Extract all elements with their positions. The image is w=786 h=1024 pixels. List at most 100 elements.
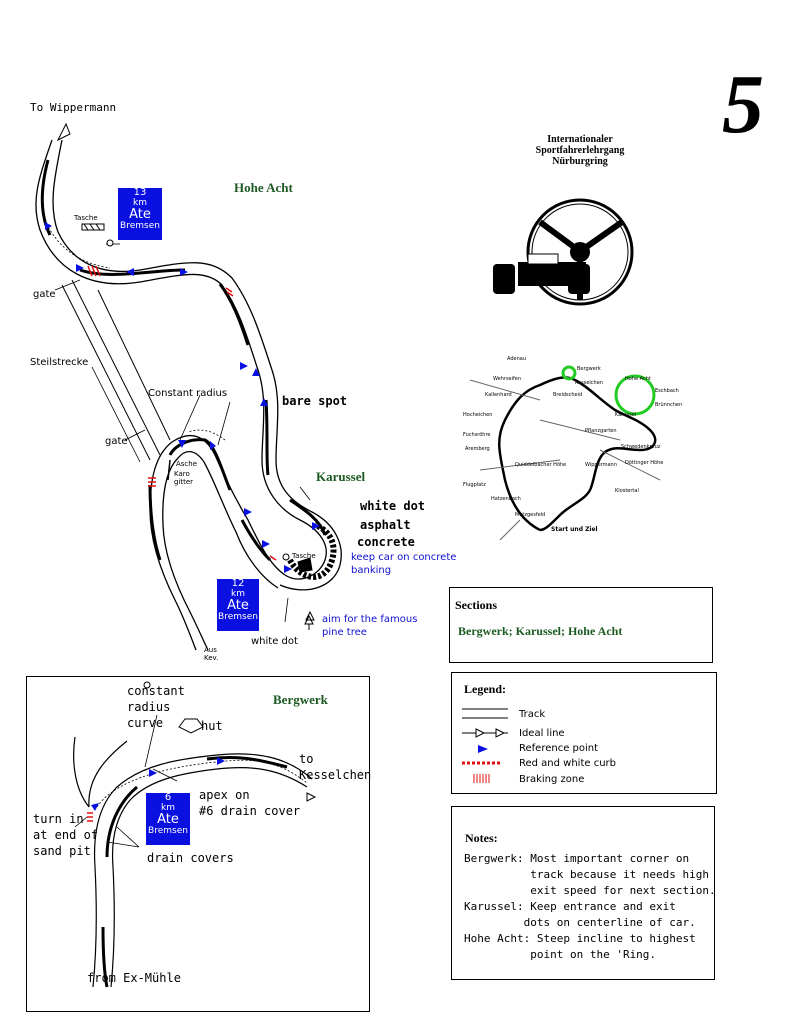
notes-panel: Notes: Bergwerk: Most important corner o…	[451, 806, 716, 980]
note-line: Bergwerk: Most important corner on	[464, 852, 690, 865]
asche-label: Asche	[176, 460, 198, 468]
ideal-line-thin	[44, 219, 226, 441]
aim-label-2: pine tree	[322, 627, 367, 638]
bergwerk-track-edges	[73, 736, 313, 988]
legend-track-label: Track	[519, 709, 546, 720]
white-dot	[143, 681, 151, 689]
sign-13-km: km	[133, 197, 147, 208]
hut-label: hut	[201, 719, 223, 733]
apex-label: apex on #6 drain cover	[199, 788, 301, 818]
tasche-top-label: Tasche	[74, 214, 98, 222]
sections-panel: Sections Bergwerk; Karussel; Hohe Acht	[449, 587, 713, 663]
sign-6-ate: Ate	[157, 811, 179, 827]
reference-points	[45, 222, 320, 573]
gate-lower-label: gate	[105, 436, 128, 447]
hut-icon	[178, 718, 204, 734]
legend-icons	[462, 708, 508, 783]
bare-spot-label: bare spot	[282, 394, 348, 408]
white-dots	[106, 239, 290, 561]
karussel-banking	[287, 522, 337, 580]
bergwerk-thin-line	[96, 759, 308, 808]
note-line: point on the 'Ring.	[464, 948, 657, 961]
keep-car-label-1: keep car on concrete	[351, 552, 457, 563]
white-dot-upper-label: white dot	[360, 499, 426, 513]
karo-gitter-label: Karo gitter	[174, 470, 194, 486]
gate-upper-label: gate	[33, 289, 56, 300]
sign-6-km: km	[161, 802, 175, 813]
ov-label-start-ziel: Start und Ziel	[551, 526, 598, 533]
ov-label-kallenhard: Kallenhard	[485, 392, 512, 398]
km-sign-6: 6 km Ate Bremsen	[146, 792, 190, 845]
aim-label-1: aim for the famous	[322, 614, 418, 625]
bergwerk-panel: Bergwerk constant radius curve hut to Ke…	[26, 676, 372, 1012]
ov-label-bergwerk: Bergwerk	[577, 366, 601, 372]
ideal-line-legend-icon	[462, 728, 508, 738]
sign-12-bremsen: Bremsen	[218, 611, 258, 622]
legend-reference-point-label: Reference point	[519, 743, 599, 754]
constant-radius-label: Constant radius	[148, 388, 228, 399]
keep-car-label-2: banking	[351, 565, 392, 576]
white-dot-lower-label: white dot	[251, 636, 298, 647]
to-kesselchen-label: to Kesselchen	[299, 752, 372, 782]
ov-label-karussel: Karussel	[615, 412, 637, 418]
km-sign-12: 12 km Ate Bremsen	[217, 578, 259, 631]
ov-label-wehrseifen: Wehrseifen	[493, 376, 522, 382]
note-line: dots on centerline of car.	[464, 916, 696, 929]
ov-label-klostertal: Klostertal	[615, 488, 639, 494]
km-sign-13: 13 km Ate Bremsen	[118, 187, 162, 240]
ov-label-wippermann: Wippermann	[585, 462, 617, 468]
sign-13-bremsen: Bremsen	[120, 220, 160, 231]
ov-label-bruennchen: Brünnchen	[655, 402, 683, 408]
legend-panel: Legend: Track Ideal line Reference point…	[451, 672, 717, 794]
concrete-label: concrete	[357, 535, 415, 549]
arrow-icon-to-wippermann	[56, 122, 71, 142]
ov-label-hatzenbach: Hatzenbach	[491, 496, 521, 502]
bergwerk-title: Bergwerk	[273, 692, 328, 707]
course-title: Internationaler Sportfahrerlehrgang Nürb…	[510, 134, 650, 167]
from-ex-muhle-label: from Ex-Mühle	[87, 971, 181, 985]
steilstrecke-label: Steilstrecke	[30, 357, 89, 368]
title-line-3: Nürburgring	[552, 156, 608, 167]
bergwerk-reference-points	[91, 757, 225, 811]
ov-label-breidscheid: Breidscheid	[553, 392, 583, 398]
ov-label-aremberg: Aremberg	[465, 446, 490, 452]
sign-13-num: 13	[133, 187, 147, 198]
sign-13-ate: Ate	[129, 206, 151, 222]
overview-roads	[469, 379, 661, 541]
asphalt-label: asphalt	[360, 518, 411, 532]
karussel-label: Karussel	[316, 469, 366, 484]
hohe-acht-label: Hohe Acht	[234, 180, 293, 195]
title-line-1: Internationaler	[547, 134, 613, 145]
sign-6-num: 6	[164, 792, 172, 803]
bergwerk-pointer-lines	[74, 714, 178, 848]
sign-6-bremsen: Bremsen	[148, 825, 188, 836]
ov-label-schwedenkreuz: Schwedenkreuz	[621, 444, 661, 450]
bergwerk-highlight-circle	[561, 365, 577, 381]
ov-label-kesselchen: Kesselchen	[575, 380, 603, 386]
bergwerk-map	[73, 681, 317, 988]
track-legend-icon	[462, 708, 508, 719]
ov-label-adenau: Adenau	[507, 356, 526, 362]
track-edges	[35, 139, 342, 651]
to-wippermann-label: To Wippermann	[30, 101, 117, 114]
legend-braking-zone-label: Braking zone	[519, 774, 585, 785]
braking-zones	[87, 265, 277, 561]
ov-label-eschbach: Eschbach	[655, 388, 679, 394]
ov-label-fuchsroehre: Fuchsröhre	[463, 432, 491, 438]
title-line-2: Sportfahrerlehrgang	[535, 145, 625, 156]
bergwerk-braking-zone	[87, 812, 93, 822]
pointer-lines	[54, 243, 311, 623]
legend-title: Legend:	[464, 682, 506, 696]
braking-zone-legend-icon	[473, 774, 490, 783]
drain-covers-label: drain covers	[147, 851, 234, 865]
ov-label-quiddelbacher-hoehe: Quiddelbacher Höhe	[515, 462, 567, 468]
aus-kev-label: Aus Kev.	[204, 646, 219, 662]
tasche-icon	[81, 223, 313, 573]
note-line: Karussel: Keep entrance and exit	[464, 900, 676, 913]
ov-label-pflanzgarten: Pflanzgarten	[585, 428, 617, 434]
overview-labels: Adenau Bergwerk Kesselchen Hohe Acht Kar…	[455, 352, 690, 567]
arrow-icon-to-kesselchen	[306, 792, 317, 802]
tasche-bottom-label: Tasche	[292, 552, 316, 560]
